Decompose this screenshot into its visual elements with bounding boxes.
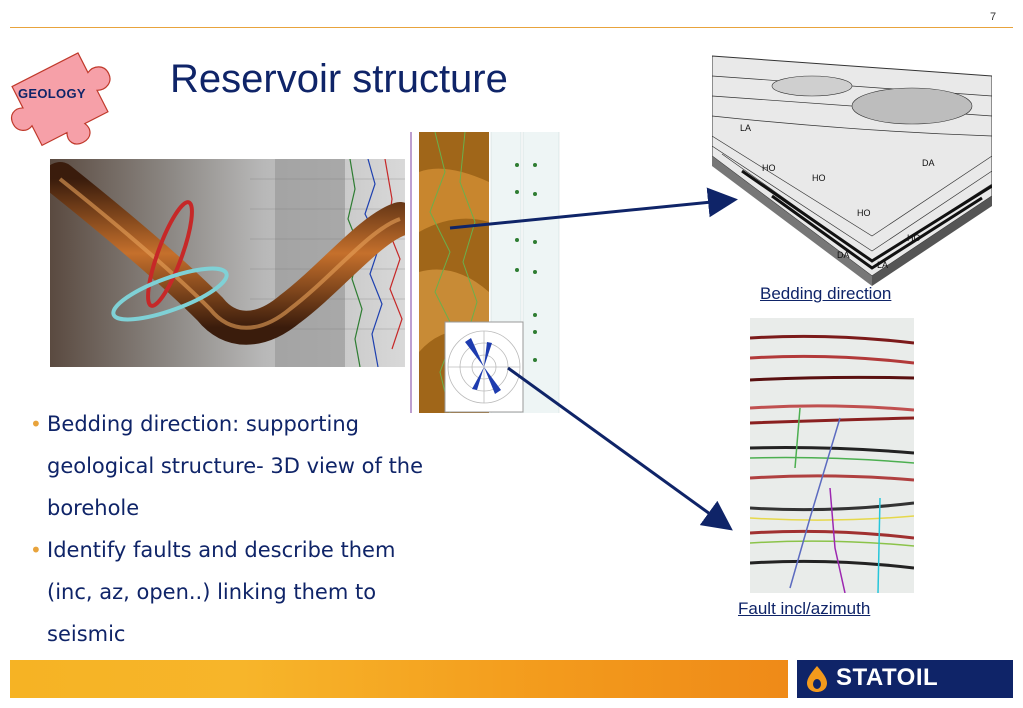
statoil-flame-icon	[807, 666, 827, 692]
footer-gradient-bar	[10, 660, 788, 698]
svg-text:DA: DA	[837, 250, 850, 260]
statoil-logo	[797, 660, 1013, 698]
well-log-panel	[405, 132, 563, 413]
borehole-3d-image	[50, 159, 406, 367]
geology-puzzle-badge	[10, 52, 111, 147]
fault-azimuth-caption: Fault incl/azimuth	[738, 599, 871, 618]
bullet-list: • Bedding direction: supporting geologic…	[30, 403, 490, 655]
page-number: 7	[990, 11, 997, 23]
svg-text:LA: LA	[877, 260, 888, 270]
bullet-item: • Identify faults and describe them (inc…	[30, 529, 490, 655]
bullet-text: Identify faults and describe them (inc, …	[47, 538, 396, 646]
bedding-block-diagram: LA HO HO DA HO HO DA LA	[712, 46, 992, 286]
svg-text:HO: HO	[812, 173, 826, 183]
svg-text:LA: LA	[740, 123, 751, 133]
slide-title: Reservoir structure	[170, 57, 508, 101]
bullet-item: • Bedding direction: supporting geologic…	[30, 403, 490, 529]
bullet-text: Bedding direction: supporting geological…	[47, 412, 424, 520]
geology-badge-label: GEOLOGY	[18, 86, 86, 101]
svg-text:HO: HO	[857, 208, 871, 218]
svg-text:DA: DA	[922, 158, 935, 168]
bedding-direction-caption: Bedding direction	[760, 284, 892, 303]
top-divider	[10, 27, 1013, 28]
bullet-marker: •	[30, 412, 42, 436]
statoil-logo-text: STATOIL	[836, 664, 939, 691]
bullet-marker: •	[30, 538, 42, 562]
svg-text:HO: HO	[907, 233, 921, 243]
seismic-section-image	[750, 318, 914, 593]
svg-text:HO: HO	[762, 163, 776, 173]
